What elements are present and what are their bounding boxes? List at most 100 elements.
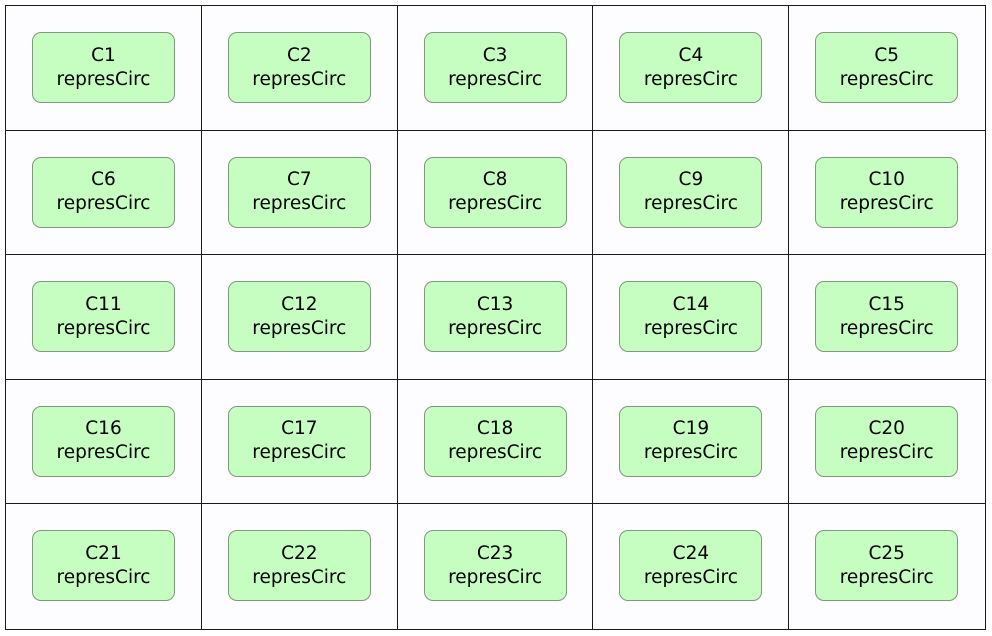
node-type: represCirc bbox=[448, 566, 543, 588]
node-name: C16 bbox=[85, 418, 122, 440]
node-type: represCirc bbox=[643, 317, 738, 339]
node-name: C18 bbox=[476, 418, 514, 440]
node-type: represCirc bbox=[448, 193, 543, 215]
node-name: C4 bbox=[678, 44, 704, 66]
node-type: represCirc bbox=[252, 566, 347, 588]
node-type: represCirc bbox=[839, 442, 934, 464]
node-name: C13 bbox=[476, 293, 514, 315]
node-name: C11 bbox=[85, 293, 122, 315]
node-name: C21 bbox=[85, 542, 122, 564]
node-name: C17 bbox=[281, 418, 318, 440]
node-name: C15 bbox=[868, 293, 905, 315]
node-type: represCirc bbox=[56, 442, 151, 464]
node-type: represCirc bbox=[56, 566, 151, 588]
node-name: C9 bbox=[678, 169, 704, 191]
node-name: C14 bbox=[672, 293, 710, 315]
node-type: represCirc bbox=[56, 193, 151, 215]
node-type: represCirc bbox=[839, 193, 934, 215]
node-name: C22 bbox=[281, 542, 318, 564]
node-name: C19 bbox=[672, 418, 710, 440]
node-type: represCirc bbox=[252, 193, 347, 215]
node-name: C20 bbox=[868, 418, 905, 440]
node-type: represCirc bbox=[839, 317, 934, 339]
node-type: represCirc bbox=[252, 442, 347, 464]
node-name: C5 bbox=[874, 44, 900, 66]
node-name: C8 bbox=[482, 169, 508, 191]
node-name: C7 bbox=[286, 169, 312, 191]
node-type: represCirc bbox=[839, 68, 934, 90]
node-type: represCirc bbox=[252, 68, 347, 90]
node-type: represCirc bbox=[252, 317, 347, 339]
node-type: represCirc bbox=[56, 68, 151, 90]
node-name: C1 bbox=[91, 44, 116, 66]
node-name: C6 bbox=[91, 169, 116, 191]
node-type: represCirc bbox=[643, 566, 738, 588]
node-name: C24 bbox=[672, 542, 710, 564]
node-name: C23 bbox=[476, 542, 514, 564]
node-type: represCirc bbox=[643, 68, 738, 90]
node-type: represCirc bbox=[448, 442, 543, 464]
node-name: C25 bbox=[868, 542, 905, 564]
node-type: represCirc bbox=[448, 317, 543, 339]
node-name: C10 bbox=[868, 169, 905, 191]
node-type: represCirc bbox=[448, 68, 543, 90]
node-type: represCirc bbox=[643, 442, 738, 464]
node-name: C12 bbox=[281, 293, 318, 315]
node-name: C3 bbox=[482, 44, 508, 66]
node-type: represCirc bbox=[643, 193, 738, 215]
node-type: represCirc bbox=[839, 566, 934, 588]
node-type: represCirc bbox=[56, 317, 151, 339]
